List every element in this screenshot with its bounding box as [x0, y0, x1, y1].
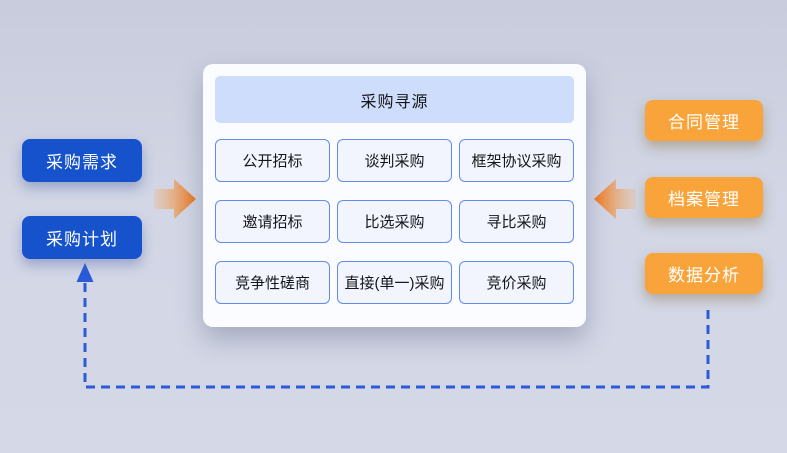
flow-arrow-left-icon — [594, 179, 636, 219]
method-direct-single-procurement: 直接(单一)采购 — [337, 261, 452, 304]
method-invited-tender: 邀请招标 — [215, 200, 330, 243]
sourcing-method-grid: 公开招标 谈判采购 框架协议采购 邀请招标 比选采购 寻比采购 竞争性磋商 直接… — [215, 139, 574, 304]
method-open-tender: 公开招标 — [215, 139, 330, 182]
node-archive-management: 档案管理 — [645, 177, 763, 218]
sourcing-card-title: 采购寻源 — [215, 76, 574, 123]
node-data-analysis: 数据分析 — [645, 253, 763, 294]
flow-arrow-right-icon — [154, 179, 196, 219]
node-procurement-plan: 采购计划 — [22, 216, 142, 259]
arrow-up-icon — [76, 263, 94, 282]
method-negotiated-procurement: 谈判采购 — [337, 139, 452, 182]
method-bidding-procurement: 竞价采购 — [459, 261, 574, 304]
method-competitive-consultation: 竞争性磋商 — [215, 261, 330, 304]
method-framework-agreement: 框架协议采购 — [459, 139, 574, 182]
node-procurement-demand: 采购需求 — [22, 139, 142, 182]
sourcing-card: 采购寻源 公开招标 谈判采购 框架协议采购 邀请招标 比选采购 寻比采购 竞争性… — [203, 64, 586, 327]
method-inquiry-comparison: 寻比采购 — [459, 200, 574, 243]
method-comparison-procurement: 比选采购 — [337, 200, 452, 243]
node-contract-management: 合同管理 — [645, 100, 763, 141]
